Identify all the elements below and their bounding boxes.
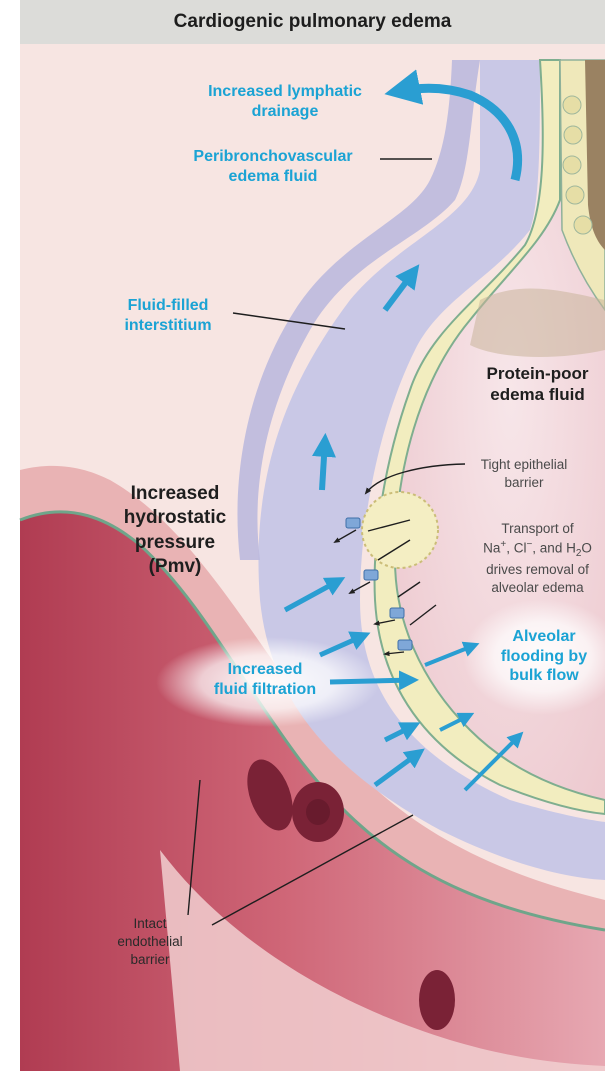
label-lymphatic-drainage: Increased lymphatic drainage — [175, 82, 395, 121]
label-intact-endothelial-barrier: Intact endothelial barrier — [95, 915, 205, 970]
epithelial-cell — [566, 186, 584, 204]
label-protein-poor-fluid: Protein-poor edema fluid — [470, 364, 605, 405]
label-increased-fluid-filtration: Increased fluid filtration — [190, 660, 340, 699]
label-fluid-filled-interstitium: Fluid-filled interstitium — [100, 296, 236, 335]
label-hydrostatic-pressure: Increased hydrostatic pressure (Pmv) — [100, 482, 250, 579]
epithelial-cell — [563, 96, 581, 114]
bronchus-dark-region — [470, 288, 605, 357]
figure-title: Cardiogenic pulmonary edema — [20, 0, 605, 44]
epithelial-cell — [574, 216, 592, 234]
label-peribronchovascular-fluid: Peribronchovascular edema fluid — [168, 147, 378, 186]
red-blood-cell — [419, 970, 455, 1030]
channel-icon — [364, 570, 378, 580]
channel-icon — [398, 640, 412, 650]
ion-list: Na+, Cl−, and H2O — [470, 538, 605, 561]
label-alveolar-flooding: Alveolar flooding by bulk flow — [485, 627, 603, 686]
channel-icon — [390, 608, 404, 618]
channel-icon — [346, 518, 360, 528]
epithelial-cell — [564, 126, 582, 144]
label-ion-transport: Transport of Na+, Cl−, and H2O drives re… — [470, 520, 605, 597]
epithelial-cell — [563, 156, 581, 174]
label-tight-epithelial-barrier: Tight epithelial barrier — [460, 456, 588, 492]
